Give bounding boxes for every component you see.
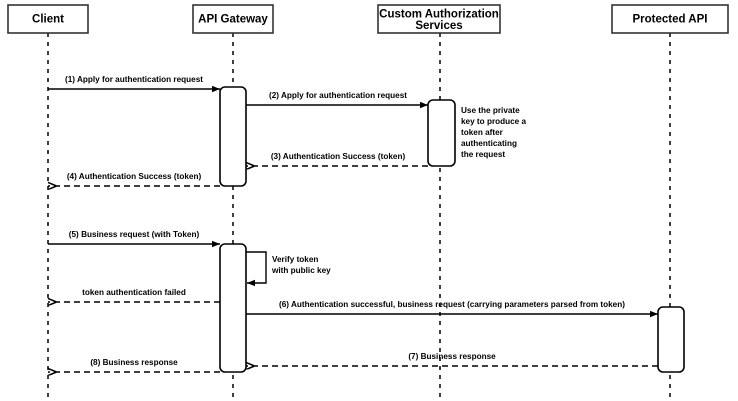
self-message-layer: Verify token with public key [246,251,331,287]
activation-rect-activation-api-gateway-auth [219,86,247,187]
activation-rect-activation-api-gateway-business [219,243,247,373]
note-line-5: the request [461,150,505,159]
participant-label-custom-authorization-services: Custom Authorization [379,9,499,21]
message-label-msg-2: (2) Apply for authentication request [269,91,407,100]
activation-bar-activation-api-gateway-auth [219,86,247,187]
note-line-1: Use the private [461,106,520,115]
message-label-msg-8: (8) Business response [90,358,178,367]
participant-headers-layer: Client API Gateway Custom AuthorizationSer… [7,4,729,34]
activation-bars-layer [219,86,685,373]
participant-label-api-gateway: API Gateway [198,14,268,26]
participant-box-client[interactable] [7,4,89,34]
activation-bar-activation-custom-auth [427,99,456,167]
participant-box-custom-authorization-services[interactable] [377,4,501,34]
message-label-msg-7: (7) Business response [408,352,496,361]
note-line-3: token after [461,128,504,137]
note-note-private-key: Use the private key to produce a token aft… [461,106,527,159]
self-message-label-line2: with public key [271,266,331,275]
activation-rect-activation-protected-api [657,306,685,373]
self-message-path [246,251,267,287]
messages-layer [48,85,658,372]
participant-label2-custom-authorization-services: Services [415,20,462,32]
notes-layer: Use the private key to produce a token aft… [461,106,527,159]
participant-box-api-gateway[interactable] [192,4,274,34]
activation-rect-activation-custom-auth [427,99,456,167]
note-line-4: authenticating [461,139,517,148]
participant-label-protected-api: Protected API [633,14,708,26]
participant-label-client: Client [32,14,64,26]
message-label-msg-6: (6) Authentication successful, business … [279,300,625,309]
message-labels-layer: (1) Apply for authentication request (2) … [65,75,625,367]
self-message-self-msg-verify-token[interactable]: Verify token with public key [246,251,331,287]
lifelines-layer [47,33,671,397]
participant-protected-api[interactable]: Protected API [611,4,729,34]
self-message-label-line1: Verify token [272,255,318,264]
activation-bar-activation-api-gateway-business [219,243,247,373]
message-label-msg-4: (4) Authentication Success (token) [67,172,202,181]
message-label-msg-token-auth-failed: token authentication failed [82,288,186,297]
message-label-msg-3: (3) Authentication Success (token) [271,152,406,161]
participant-box-protected-api[interactable] [611,4,729,34]
message-label-msg-5: (5) Business request (with Token) [69,230,200,239]
participant-client[interactable]: Client [7,4,89,34]
message-label-msg-1: (1) Apply for authentication request [65,75,203,84]
note-line-2: key to produce a [461,117,527,126]
participant-api-gateway[interactable]: API Gateway [192,4,274,34]
activation-bar-activation-protected-api [657,306,685,373]
